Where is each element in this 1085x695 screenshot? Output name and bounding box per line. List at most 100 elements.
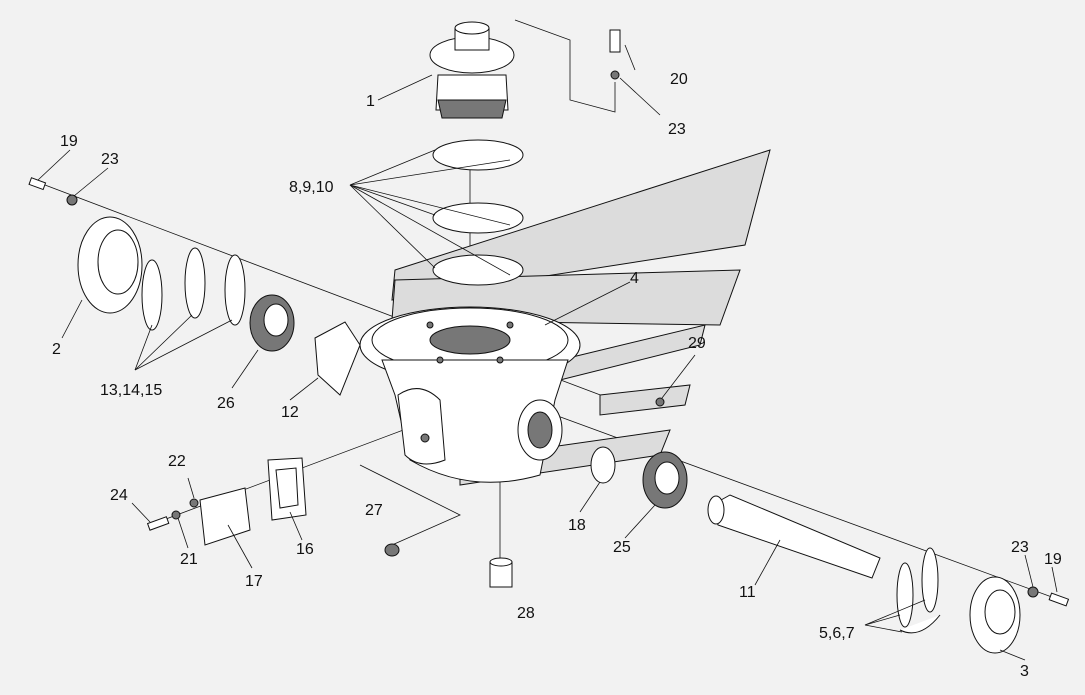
shim-7: [899, 614, 941, 634]
washer-22: [189, 498, 199, 508]
bolt-19-right: [1048, 592, 1070, 607]
callout-22: 22: [168, 453, 186, 470]
leader-8b: [349, 159, 511, 186]
callout-28: 28: [517, 605, 535, 622]
leader-23-left: [73, 167, 109, 197]
leader-21: [177, 517, 189, 549]
shim-10: [432, 254, 524, 286]
housing-left-window: [397, 388, 446, 465]
callout-26: 26: [217, 395, 235, 412]
leader-24: [131, 502, 151, 523]
callout-5-6-7: 5,6,7: [819, 625, 855, 642]
fastener-leader-line: [514, 19, 616, 113]
callout-13-14-15: 13,14,15: [100, 382, 162, 399]
leader-13: [134, 324, 153, 371]
housing-bolt-hole: [426, 321, 434, 329]
leader-22: [187, 477, 195, 499]
gear-housing-4: [359, 306, 581, 483]
shim-15: [224, 254, 246, 326]
callout-leaders: [37, 44, 1058, 661]
leader-3: [999, 649, 1026, 661]
housing-bolt-hole: [506, 321, 514, 329]
callout-11: 11: [739, 584, 756, 601]
left-parts: [28, 177, 361, 396]
nut-21: [171, 510, 181, 520]
callout-8-9-10: 8,9,10: [289, 179, 334, 196]
washer-23-left: [66, 194, 78, 206]
callout-21: 21: [180, 551, 198, 568]
housing-bolt-hole: [496, 356, 504, 364]
callout-1: 1: [366, 93, 375, 110]
plug-leader-line: [359, 464, 461, 546]
shim-9: [432, 202, 524, 234]
leader-6: [864, 599, 926, 626]
shaft-11: [711, 494, 881, 579]
callout-24: 24: [110, 487, 128, 504]
leader-2: [61, 299, 83, 339]
bevel-gear-12: [314, 321, 361, 396]
callout-27: 27: [365, 502, 383, 519]
leader-19-left: [37, 149, 71, 181]
plug-29: [655, 397, 665, 407]
callout-19-left: 19: [60, 133, 78, 150]
leader-14: [134, 314, 193, 371]
housing-bore: [429, 325, 511, 355]
shim-14: [184, 247, 206, 319]
housing-bolt-hole: [436, 356, 444, 364]
callout-29: 29: [688, 335, 706, 352]
shim-8: [432, 139, 524, 171]
callout-2: 2: [52, 341, 61, 358]
leader-20: [624, 44, 636, 71]
side-plane-b: [599, 384, 691, 416]
shim-5: [896, 562, 914, 628]
shaft-11-spline-end: [707, 495, 725, 525]
leader-12: [289, 377, 319, 401]
flange-cover-3-bore: [984, 589, 1016, 635]
washer-23-right: [1027, 586, 1039, 598]
plug-27: [384, 543, 400, 557]
cover-parts: [146, 397, 665, 588]
leader-17: [227, 524, 253, 569]
callout-20: 20: [670, 71, 688, 88]
leader-25: [624, 504, 656, 539]
flange-cover-2-bore: [97, 229, 139, 295]
callout-25: 25: [613, 539, 631, 556]
leader-29: [661, 354, 696, 399]
side-plane-a: [559, 324, 706, 381]
washer-23-top: [610, 70, 620, 80]
housing-side-bore-inner: [527, 411, 553, 449]
shim-6: [921, 547, 939, 613]
leader-18: [579, 481, 601, 513]
leader-10a: [349, 184, 436, 269]
callout-18: 18: [568, 517, 586, 534]
callout-3: 3: [1020, 663, 1029, 680]
leader-26: [231, 349, 259, 389]
leader-23-right: [1024, 554, 1034, 588]
leader-10b: [349, 184, 511, 276]
bearing-26-inner: [263, 303, 289, 337]
shims-8-9-10: [432, 139, 524, 286]
leader-5: [864, 614, 901, 626]
callout-23-left: 23: [101, 151, 119, 168]
callout-23-top: 23: [668, 121, 686, 138]
stud-24: [146, 516, 170, 531]
gear-unit-spline-top: [454, 21, 490, 35]
housing-port: [420, 433, 430, 443]
gasket-16-window: [275, 467, 299, 509]
callout-12: 12: [281, 404, 299, 421]
leader-11: [754, 539, 781, 586]
seal-18: [590, 446, 616, 484]
plug-28-top: [489, 557, 513, 567]
bolt-19-left: [28, 177, 47, 191]
cover-17: [199, 487, 251, 546]
leader-23-top: [619, 77, 661, 116]
leader-1: [377, 74, 433, 101]
gear-unit-1: [429, 21, 515, 119]
leader-19-right: [1051, 566, 1058, 593]
leader-16: [289, 511, 303, 541]
callout-labels: 1 20 23 8,9,10 4 19 23 2 13,14,15 26 12 …: [52, 71, 1062, 680]
right-parts: [590, 29, 1070, 654]
leader-4: [544, 281, 631, 326]
